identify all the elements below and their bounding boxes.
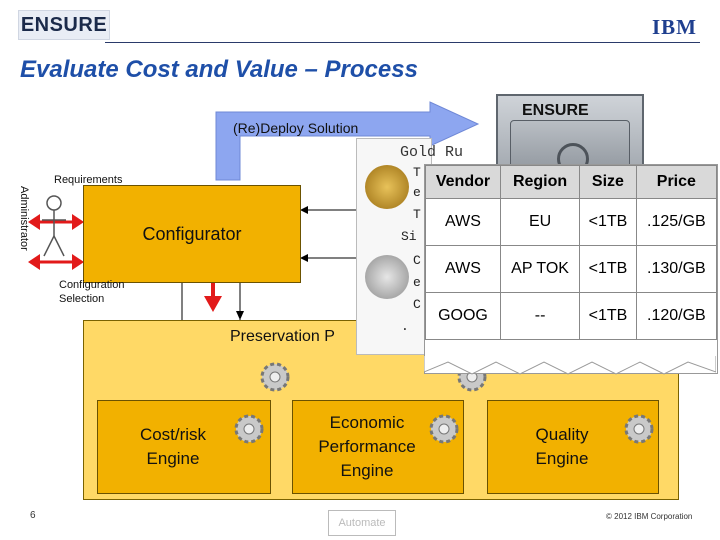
config-selection-label-2: Selection [59, 293, 105, 305]
cost-engine-line2: Engine [146, 449, 200, 468]
pricing-table: Vendor Region Size Price AWS EU <1TB .12… [424, 164, 718, 374]
doc-letter: T [413, 165, 421, 180]
table-cell: <1TB [579, 198, 637, 246]
doc-letter: C [413, 297, 421, 312]
table-cell: GOOG [425, 292, 501, 340]
safe-label: ENSURE [522, 102, 589, 119]
doc-letter: C [413, 253, 421, 268]
table-cell: -- [499, 292, 581, 340]
table-row: GOOG -- <1TB .120/GB [425, 292, 718, 340]
gold-rules-document: T e T Si C e C . [356, 138, 432, 355]
page-title: Evaluate Cost and Value – Process [20, 56, 418, 83]
automate-button[interactable]: Automate [328, 510, 396, 536]
administrator-label: Administrator [18, 186, 30, 251]
configurator-box: Configurator [83, 185, 301, 283]
quality-engine-line1: Quality [535, 425, 589, 444]
table-cell: <1TB [579, 292, 637, 340]
torn-edge [424, 356, 716, 375]
redeploy-label: (Re)Deploy Solution [233, 120, 359, 136]
doc-letter: e [413, 275, 421, 290]
table-row: AWS AP TOK <1TB .130/GB [425, 245, 718, 293]
doc-letter: . [401, 319, 409, 334]
config-selection-label-1: Configuration [59, 279, 125, 291]
title-rule [105, 42, 700, 43]
silver-coin-icon [365, 255, 409, 299]
table-cell: .120/GB [635, 292, 718, 340]
col-header: Region [499, 165, 581, 199]
administrator-icon [42, 195, 66, 257]
col-header: Vendor [425, 165, 501, 199]
table-cell: AP TOK [499, 245, 581, 293]
table-cell: .130/GB [635, 245, 718, 293]
econ-engine-line2: Performance [318, 437, 416, 456]
table-cell: EU [499, 198, 581, 246]
page-number: 6 [30, 510, 36, 521]
cost-engine-line1: Cost/risk [139, 425, 207, 444]
gear-icon [260, 362, 290, 392]
col-header: Size [579, 165, 637, 199]
table-cell: AWS [425, 245, 501, 293]
table-cell: AWS [425, 198, 501, 246]
ensure-logo: ENSURE [18, 10, 110, 40]
gold-coin-icon [365, 165, 409, 209]
gear-icon [429, 414, 459, 444]
table-cell: <1TB [579, 245, 637, 293]
econ-engine-line1: Economic [329, 413, 405, 432]
copyright: © 2012 IBM Corporation [606, 512, 693, 521]
requirements-label: Requirements [54, 174, 123, 186]
doc-letter: T [413, 207, 421, 222]
gold-doc-title: Gold Ru [400, 144, 464, 161]
preservation-label: Preservation P [230, 328, 335, 345]
econ-engine-line3: Engine [340, 461, 394, 480]
col-header: Price [635, 165, 718, 199]
quality-engine-line2: Engine [535, 449, 589, 468]
table-row: AWS EU <1TB .125/GB [425, 198, 718, 246]
table-cell: .125/GB [635, 198, 718, 246]
gear-icon [234, 414, 264, 444]
ibm-logo: IBM [652, 15, 697, 39]
doc-letter: e [413, 185, 421, 200]
doc-letter: Si [401, 229, 417, 244]
gear-icon [624, 414, 654, 444]
